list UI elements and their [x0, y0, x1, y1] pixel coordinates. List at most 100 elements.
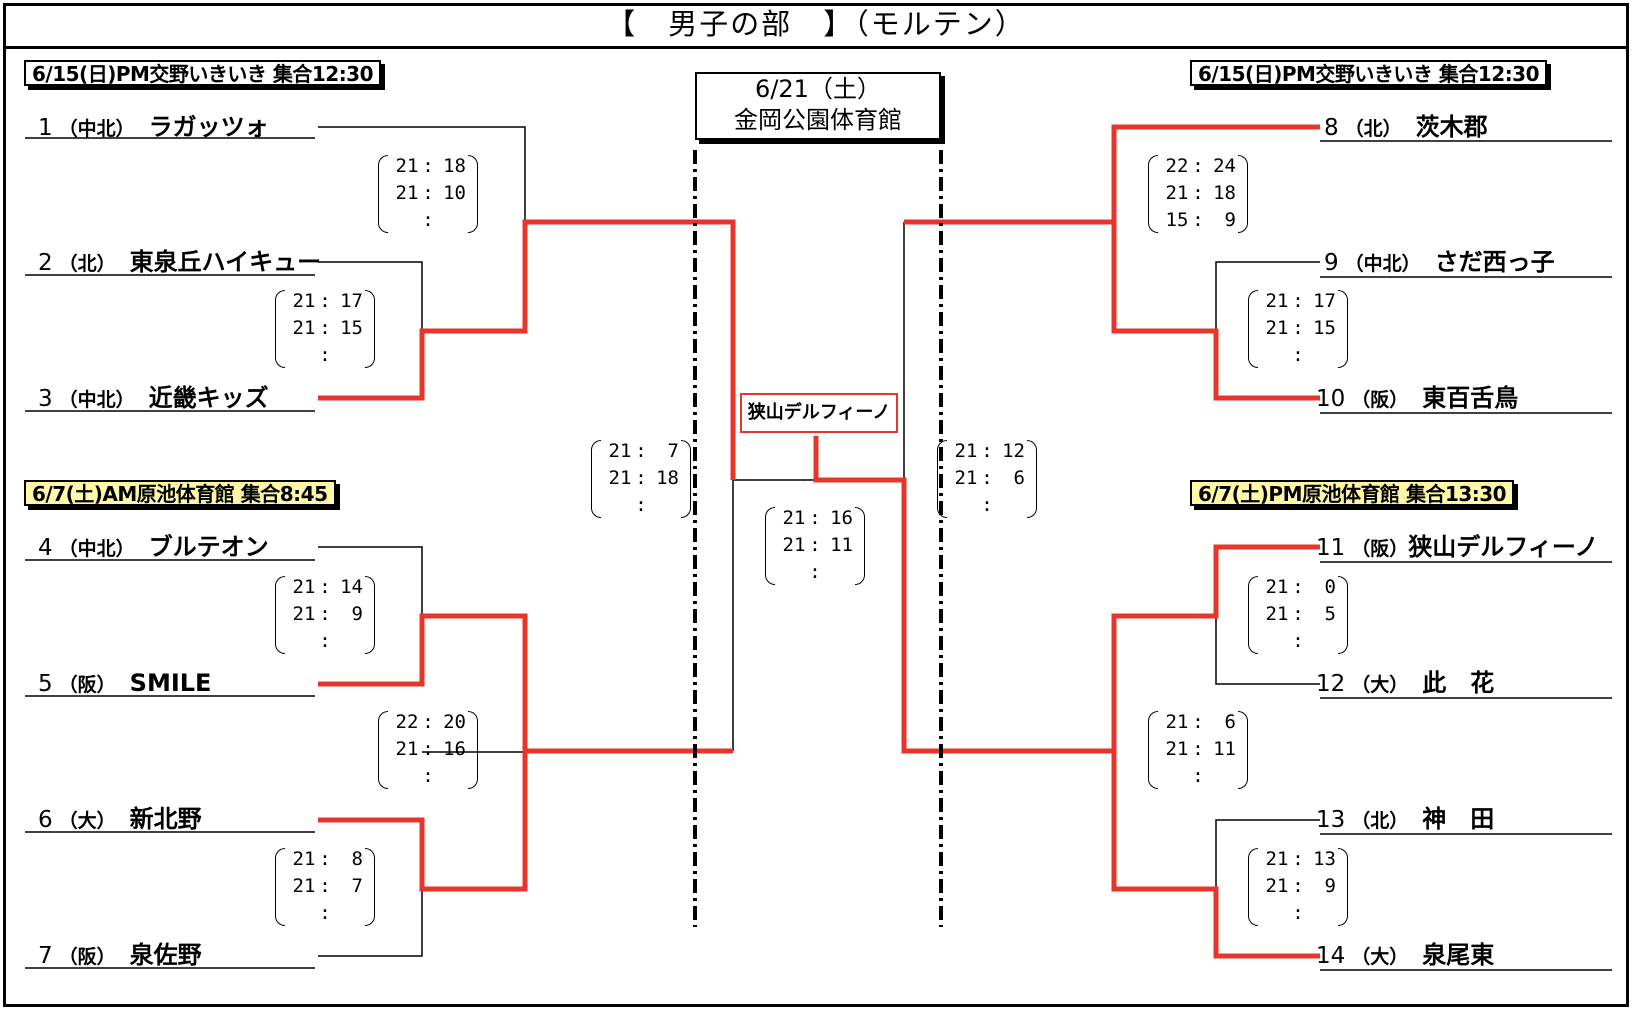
score-a: 21	[292, 576, 316, 598]
score-b: 11	[1213, 738, 1236, 760]
final-date: 6/21（土）	[755, 75, 881, 103]
score-a: 21	[395, 738, 419, 760]
score-a: 21	[292, 290, 316, 312]
score-b: 7	[667, 440, 679, 462]
team-pref: （中北）	[1344, 253, 1421, 275]
team-2: 2（北）東泉丘ハイキュー	[38, 247, 321, 277]
score-a: 21	[954, 467, 978, 489]
score-b: 14	[340, 576, 363, 598]
score-box: 22:24 21:18 15:9	[1148, 153, 1248, 235]
team-name: 此 花	[1422, 669, 1495, 697]
score-a: 21	[395, 182, 419, 204]
score-a: 21	[608, 467, 632, 489]
score-box: 21:0 21:5 :	[1248, 574, 1348, 656]
team-seed: 6	[38, 807, 53, 833]
team-pref: （北）	[58, 253, 116, 275]
venue-top-left: 6/15(日)PM交野いきいき 集合12:30	[24, 60, 382, 86]
score-b: 10	[443, 182, 466, 204]
score-b: 9	[1224, 209, 1236, 231]
team-pref: （北）	[1351, 810, 1409, 832]
score-b: 8	[351, 848, 363, 870]
score-box: 21:8 21:7 :	[275, 846, 375, 928]
score-a: 21	[782, 507, 806, 529]
team-name: 神 田	[1422, 805, 1495, 833]
team-6: 6（大）新北野	[38, 804, 202, 834]
team-seed: 14	[1316, 943, 1346, 969]
score-a: 21	[1265, 290, 1289, 312]
team-pref: （大）	[58, 810, 116, 832]
score-b: 9	[1324, 875, 1336, 897]
score-box: 21:18 21:10 :	[378, 153, 478, 235]
center-dividers	[693, 150, 943, 927]
score-b: 12	[1002, 440, 1025, 462]
team-seed: 3	[38, 386, 53, 412]
team-7: 7（阪）泉佐野	[38, 940, 202, 970]
team-pref: （中北）	[58, 118, 135, 140]
team-seed: 4	[38, 535, 53, 561]
score-b: 16	[830, 507, 853, 529]
score-b: 17	[1313, 290, 1336, 312]
score-box: 21:13 21:9 :	[1248, 846, 1348, 928]
score-b: 7	[351, 875, 363, 897]
team-name: 泉佐野	[129, 941, 202, 969]
score-box: 21:14 21:9 :	[275, 574, 375, 656]
team-5: 5（阪）SMILE	[38, 668, 211, 698]
bracket-frame	[3, 3, 1629, 1007]
champion-box: 狭山デルフィーノ	[740, 393, 898, 433]
score-a: 21	[954, 440, 978, 462]
team-seed: 12	[1316, 671, 1346, 697]
page-title: 【 男子の部 】（モルテン）	[3, 3, 1629, 49]
team-seed: 11	[1316, 535, 1346, 561]
score-a: 15	[1165, 209, 1189, 231]
score-b: 24	[1213, 155, 1236, 177]
score-a: 22	[395, 711, 419, 733]
venue-bottom-left: 6/7(土)AM原池体育館 集合8:45	[24, 480, 336, 506]
score-b: 18	[443, 155, 466, 177]
score-b: 16	[443, 738, 466, 760]
score-a: 21	[1265, 576, 1289, 598]
score-box: 21:6 21:11 :	[1148, 709, 1248, 791]
venue-top-right: 6/15(日)PM交野いきいき 集合12:30	[1190, 60, 1548, 86]
team-name: 狭山デルフィーノ	[1408, 533, 1599, 561]
score-b: 6	[1224, 711, 1236, 733]
team-1: 1（中北）ラガッツォ	[38, 112, 269, 142]
team-pref: （大）	[1351, 946, 1409, 968]
winner-paths	[318, 124, 1320, 959]
score-a: 21	[292, 317, 316, 339]
team-pref: （北）	[1344, 118, 1402, 140]
score-b: 15	[340, 317, 363, 339]
team-name: 東百舌鳥	[1422, 384, 1519, 412]
final-info: 6/21（土） 金岡公園体育館	[695, 72, 941, 140]
team-pref: （阪）	[58, 674, 116, 696]
score-a: 21	[1165, 711, 1189, 733]
score-box: 21:12 21:6 :	[937, 438, 1037, 520]
team-8: 8（北）茨木郡	[1324, 112, 1488, 142]
score-a: 21	[1265, 848, 1289, 870]
team-13: 13（北）神 田	[1316, 804, 1494, 834]
score-a: 21	[292, 603, 316, 625]
score-b: 9	[351, 603, 363, 625]
score-b: 20	[443, 711, 466, 733]
score-a: 21	[1265, 875, 1289, 897]
team-seed: 10	[1316, 386, 1346, 412]
score-b: 5	[1324, 603, 1336, 625]
team-pref: （大）	[1351, 674, 1409, 696]
score-box: 22:20 21:16 :	[378, 709, 478, 791]
score-b: 6	[1013, 467, 1025, 489]
team-seed: 2	[38, 250, 53, 276]
score-box: 21:17 21:15 :	[1248, 288, 1348, 370]
team-pref: （阪）	[1351, 389, 1409, 411]
team-seed: 9	[1324, 250, 1339, 276]
team-name: 茨木郡	[1415, 113, 1488, 141]
score-a: 21	[1165, 182, 1189, 204]
score-a: 21	[395, 155, 419, 177]
score-b: 17	[340, 290, 363, 312]
score-b: 11	[830, 534, 853, 556]
final-venue: 金岡公園体育館	[734, 106, 902, 134]
team-pref: （阪）	[1351, 538, 1409, 560]
score-a: 21	[1265, 603, 1289, 625]
score-b: 15	[1313, 317, 1336, 339]
team-name: SMILE	[129, 669, 212, 697]
team-name: さだ西っ子	[1434, 248, 1555, 276]
